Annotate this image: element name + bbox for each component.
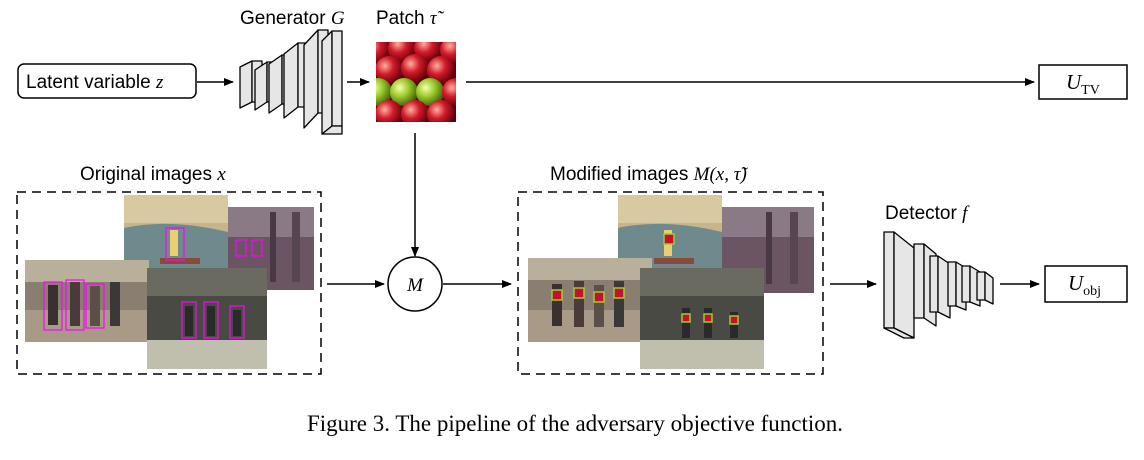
original-images-label: Original images x	[80, 164, 226, 185]
applied-patches	[551, 233, 739, 325]
uobj-label: Uobj	[1068, 271, 1101, 299]
original-photo-collage	[25, 195, 314, 369]
generator-network	[239, 29, 343, 135]
modified-images-frame	[517, 191, 824, 375]
modify-operator-circle	[387, 256, 443, 312]
figure-caption: Figure 3. The pipeline of the adversary …	[307, 411, 843, 436]
detector-network	[883, 231, 994, 339]
detector-label: Detector f	[885, 203, 970, 224]
utv-box	[1038, 64, 1128, 100]
utv-label: UTV	[1066, 70, 1100, 98]
latent-variable-label: Latent variable z	[26, 72, 164, 93]
original-images-frame	[16, 191, 322, 375]
uobj-box	[1044, 265, 1128, 303]
generator-label: Generator G	[240, 8, 345, 29]
latent-variable-box	[17, 63, 197, 99]
modify-operator-label: M	[406, 275, 424, 296]
modified-images-label: Modified images M(x, τ̃)	[550, 164, 749, 185]
adversarial-patch-image	[376, 42, 456, 122]
modified-photo-collage	[528, 195, 814, 369]
detection-boxes	[43, 227, 263, 339]
patch-label: Patch τ̃	[376, 8, 445, 29]
